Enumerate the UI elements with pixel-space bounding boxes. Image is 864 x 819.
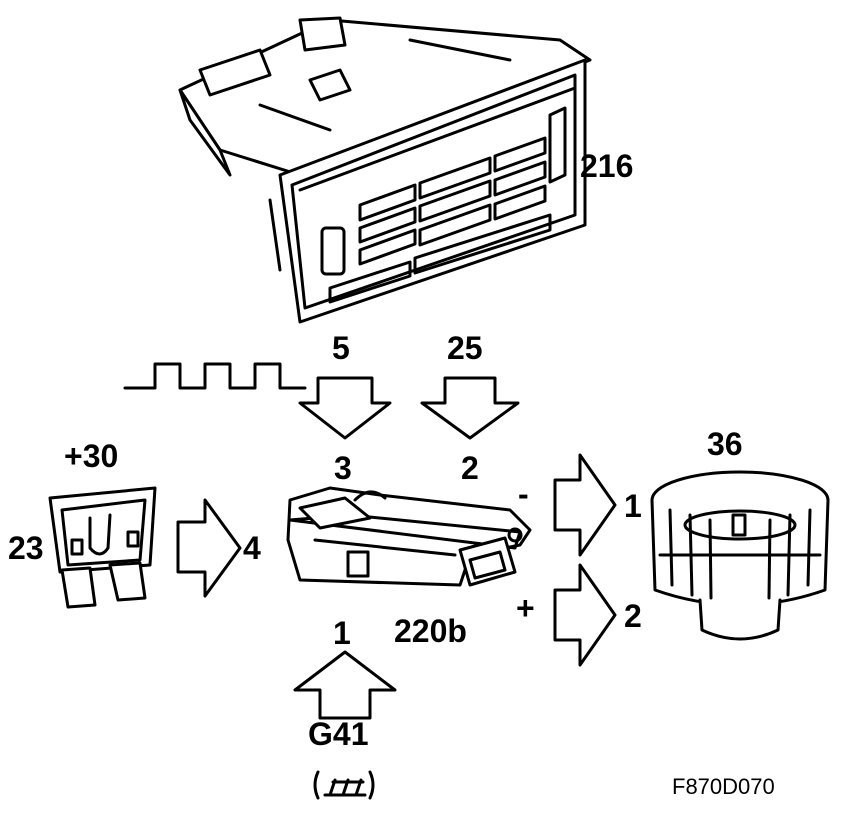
label-pin-5: 5: [332, 330, 350, 366]
label-motor-pin-1: 1: [624, 488, 642, 524]
ground-symbol: [313, 770, 375, 800]
label-ground: G41: [308, 716, 369, 752]
fuse-drawing: [48, 486, 157, 609]
right-arrow-motor-1: [553, 453, 617, 557]
label-plus: +: [516, 590, 535, 626]
label-fan-motor: 36: [707, 426, 743, 462]
pwm-signal-wave: [123, 362, 307, 390]
label-control-panel: 216: [580, 148, 634, 184]
down-arrow-25: [420, 376, 520, 440]
label-fuse-supply: +30: [64, 438, 119, 474]
up-arrow-g41: [293, 650, 397, 720]
fan-control-module-drawing: [286, 486, 532, 587]
label-motor-pin-2: 2: [624, 598, 642, 634]
label-module-pin-1: 1: [333, 615, 351, 651]
label-fan-control-module: 220b: [394, 613, 467, 649]
right-arrow-4: [176, 498, 242, 598]
fan-motor-drawing: [650, 470, 830, 641]
label-module-pin-4: 4: [243, 530, 261, 566]
right-arrow-motor-2: [553, 563, 617, 667]
label-fuse: 23: [8, 530, 44, 566]
label-module-pin-2: 2: [461, 450, 479, 486]
control-panel-drawing: [178, 16, 592, 324]
label-reference: F870D070: [672, 774, 775, 799]
down-arrow-5: [298, 376, 392, 440]
label-pin-25: 25: [447, 330, 483, 366]
label-minus: -: [518, 476, 529, 512]
label-module-pin-3: 3: [334, 450, 352, 486]
